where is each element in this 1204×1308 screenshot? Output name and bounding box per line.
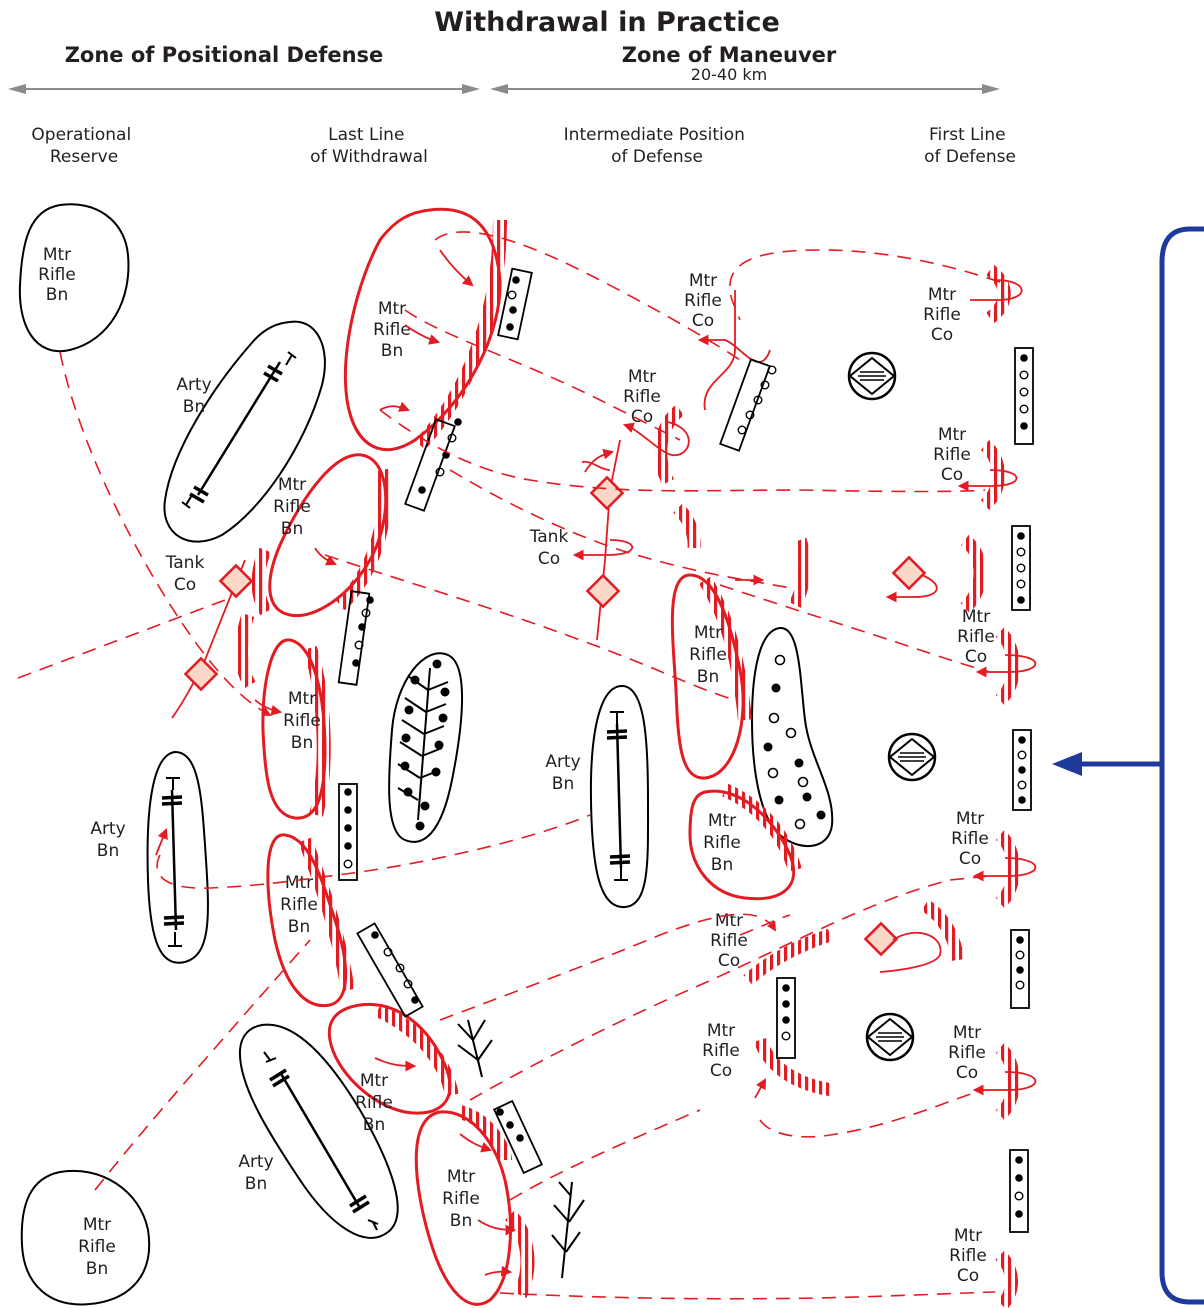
zone-maneuver-arrow xyxy=(490,84,1000,94)
col-operational-reserve: Operational Reserve xyxy=(31,125,136,167)
obstacle-symbol-2 xyxy=(551,1181,585,1279)
command-post-icon-1 xyxy=(847,351,897,401)
zone-maneuver-depth: 20-40 km xyxy=(691,65,767,84)
platoon-markers xyxy=(337,267,1034,1233)
withdrawal-routes xyxy=(17,231,1001,1300)
zone-positional-label: Zone of Positional Defense xyxy=(65,43,384,67)
tick-arc-positions xyxy=(235,503,965,962)
obstacle-symbol-1 xyxy=(457,1019,493,1078)
command-post-icon-3 xyxy=(865,1012,915,1062)
enemy-attack-direction-arrow xyxy=(1052,226,1204,1305)
command-post-icon-2 xyxy=(887,732,937,782)
obstacle-field-1 xyxy=(388,652,463,843)
diagram-title: Withdrawal in Practice xyxy=(434,7,780,38)
movement-arrows xyxy=(155,249,767,1277)
col-intermediate: Intermediate Position of Defense xyxy=(564,125,751,167)
zone-positional-arrow xyxy=(8,84,480,94)
obstacle-field-2 xyxy=(750,626,834,848)
zone-maneuver-label: Zone of Maneuver xyxy=(622,43,837,67)
mtr-rifle-co-first-line-4 xyxy=(975,627,1037,705)
col-first-line: First Line of Defense xyxy=(924,125,1016,167)
col-last-line: Last Line of Withdrawal xyxy=(310,125,428,167)
tank-first-line xyxy=(863,555,942,973)
platoon-marker-dots xyxy=(343,276,1029,1218)
